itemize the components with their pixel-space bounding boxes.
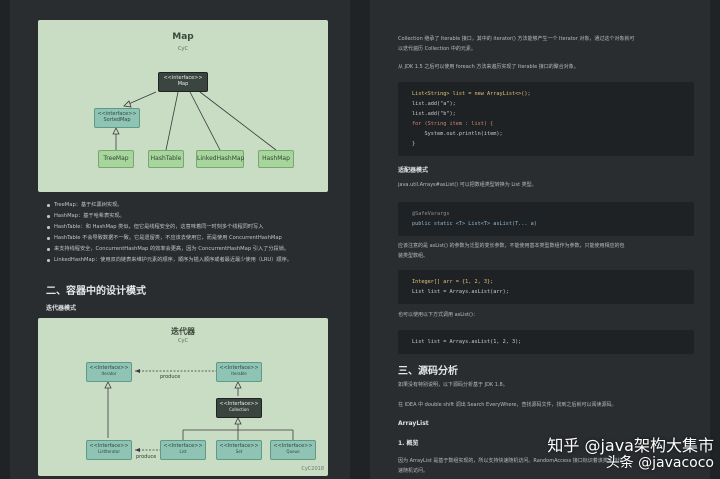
collection-stereotype: <<Interface>> bbox=[219, 401, 259, 407]
linkedhashmap-node: LinkedHashMap bbox=[196, 150, 244, 168]
map-stereotype: <<interface>> bbox=[163, 75, 203, 81]
paragraph: 也可以使用以下方式调用 asList()： bbox=[398, 312, 478, 318]
iterator-diagram-subtitle: CyC bbox=[178, 338, 188, 344]
paragraph-continuation: 以迭代遍历 Collection 中的元素。 bbox=[398, 46, 476, 52]
code-block-aslist-signature: @SafeVarargs public static <T> List<T> a… bbox=[398, 202, 694, 236]
subheading-adapter-pattern: 适配器模式 bbox=[398, 167, 429, 174]
queue-stereotype: <<Interface>> bbox=[273, 443, 313, 449]
iterator-diagram-edges bbox=[104, 369, 294, 452]
map-diagram-edges bbox=[112, 91, 277, 151]
paragraph: java.util.Arrays#asList() 可以把数组类型转换为 Lis… bbox=[398, 182, 537, 188]
code-line: list.add("b"); bbox=[412, 111, 456, 117]
diagram-author-mark: CyC2018 bbox=[301, 466, 324, 472]
watermark-zhihu: 知乎 @java架构大集市 bbox=[547, 436, 714, 455]
code-block-foreach: List<String> list = new ArrayList<>(); l… bbox=[398, 82, 694, 156]
paragraph: Collection 继承了 Iterable 接口，其中的 iterator(… bbox=[398, 36, 635, 42]
listiterator-stereotype: <<Interface>> bbox=[89, 443, 129, 449]
code-line: List list = Arrays.asList(1, 2, 3); bbox=[412, 339, 522, 345]
list-item: HashTable：和 HashMap 类似，但它是线程安全的，这意味着同一时刻… bbox=[46, 222, 346, 233]
set-interface-node: <<Interface>> Set bbox=[216, 440, 262, 460]
iterable-interface-node: <<Interface>> Iterable bbox=[216, 362, 262, 382]
watermark-toutiao: 头条 @javacoco bbox=[605, 455, 714, 471]
map-interface-node: <<interface>> Map bbox=[158, 72, 208, 92]
paragraph: 应该注意的是 asList() 的参数为泛型的变长参数，不能使用基本类型数组作为… bbox=[398, 243, 625, 249]
iterable-stereotype: <<Interface>> bbox=[219, 365, 259, 371]
list-item: HashMap：基于哈希表实现。 bbox=[46, 211, 346, 222]
subheading-overview: 1. 概览 bbox=[398, 440, 419, 447]
code-block-aslist-varargs: List list = Arrays.asList(1, 2, 3); bbox=[398, 330, 694, 354]
code-line: for (String item : list) { bbox=[412, 121, 494, 127]
iterator-diagram-title: 迭代器 bbox=[171, 327, 195, 336]
paragraph: 因为 ArrayList 是基于数组实现的，所以支持快速随机访问。RandomA… bbox=[398, 458, 623, 464]
iterable-name: Iterable bbox=[231, 371, 247, 376]
subheading-iterator-pattern: 迭代器模式 bbox=[46, 305, 77, 312]
list-item-continuation: HashTable 不会导致数据不一致。它是遗留类，不应该去使用它，而是使用 C… bbox=[46, 233, 346, 244]
hashtable-node: HashTable bbox=[148, 150, 184, 168]
list-item: TreeMap：基于红黑树实现。 bbox=[46, 200, 346, 211]
code-line: list.add("a"); bbox=[412, 101, 456, 107]
code-block-integer-array: Integer[] arr = {1, 2, 3}; List list = A… bbox=[398, 270, 694, 304]
code-line: System.out.println(item); bbox=[412, 131, 503, 137]
map-diagram-subtitle: CyC bbox=[178, 46, 188, 52]
set-name: Set bbox=[235, 449, 243, 454]
treemap-node: TreeMap bbox=[98, 150, 134, 168]
list-name: List bbox=[179, 449, 187, 454]
iterator-name: Iterator bbox=[101, 371, 117, 376]
list-interface-node: <<Interface>> List bbox=[160, 440, 206, 460]
produce-label: produce bbox=[136, 454, 157, 460]
map-implementation-list: TreeMap：基于红黑树实现。 HashMap：基于哈希表实现。 HashTa… bbox=[46, 200, 346, 266]
section-heading-source-analysis: 三、源码分析 bbox=[398, 366, 458, 377]
iterator-stereotype: <<Interface>> bbox=[89, 365, 129, 371]
code-line: public static <T> List<T> asList(T... a) bbox=[412, 221, 537, 227]
sortedmap-stereotype: <<interface>> bbox=[97, 111, 137, 117]
sortedmap-interface-node: <<interface>> SortedMap bbox=[94, 108, 140, 128]
listiterator-name: ListIterator bbox=[98, 449, 120, 454]
iterator-diagram: 迭代器 CyC bbox=[38, 318, 328, 476]
hashmap-node: HashMap bbox=[258, 150, 294, 168]
map-diagram-title: Map bbox=[172, 32, 194, 42]
code-line: } bbox=[412, 141, 416, 147]
list-stereotype: <<Interface>> bbox=[163, 443, 203, 449]
paragraph: 从 JDK 1.5 之后可以使用 foreach 方法来遍历实现了 Iterab… bbox=[398, 64, 579, 70]
code-line: Integer[] arr = {1, 2, 3}; bbox=[412, 279, 494, 285]
sortedmap-name: SortedMap bbox=[103, 117, 131, 123]
subheading-arraylist: ArrayList bbox=[398, 420, 429, 427]
paragraph-continuation: 速随机访问。 bbox=[398, 468, 429, 474]
right-page: Collection 继承了 Iterable 接口，其中的 iterator(… bbox=[370, 0, 710, 479]
listiterator-interface-node: <<Interface>> ListIterator bbox=[86, 440, 132, 460]
paragraph: 在 IDEA 中 double shift 调出 Search EveryWhe… bbox=[398, 402, 617, 408]
produce-label: produce bbox=[160, 374, 181, 380]
list-item: LinkedHashMap：使用双向链表来维护元素的顺序，顺序为插入顺序或者最近… bbox=[46, 255, 346, 266]
code-line: @SafeVarargs bbox=[412, 211, 450, 217]
section-heading-design-patterns: 二、容器中的设计模式 bbox=[46, 286, 146, 297]
paragraph-continuation: 装类型数组。 bbox=[398, 253, 429, 259]
map-name: Map bbox=[177, 81, 189, 87]
set-stereotype: <<Interface>> bbox=[219, 443, 259, 449]
list-item-continuation: 来支持线程安全，ConcurrentHashMap 的效率会更高，因为 Conc… bbox=[46, 244, 346, 255]
collection-name: Collection bbox=[229, 407, 249, 412]
collection-interface-node: <<Interface>> Collection bbox=[216, 398, 262, 418]
paragraph: 如果没有特别说明，以下源码分析基于 JDK 1.8。 bbox=[398, 382, 508, 388]
queue-interface-node: <<Interface>> Queue bbox=[270, 440, 316, 460]
code-line: List<String> list = new ArrayList<>(); bbox=[412, 91, 531, 97]
map-diagram: Map CyC <<interface>> Map <<interface>> … bbox=[38, 20, 328, 192]
iterator-interface-node: <<Interface>> Iterator bbox=[86, 362, 132, 382]
left-page: Map CyC <<interface>> Map <<interface>> … bbox=[10, 0, 350, 479]
code-line: List list = Arrays.asList(arr); bbox=[412, 289, 509, 295]
queue-name: Queue bbox=[286, 449, 300, 454]
